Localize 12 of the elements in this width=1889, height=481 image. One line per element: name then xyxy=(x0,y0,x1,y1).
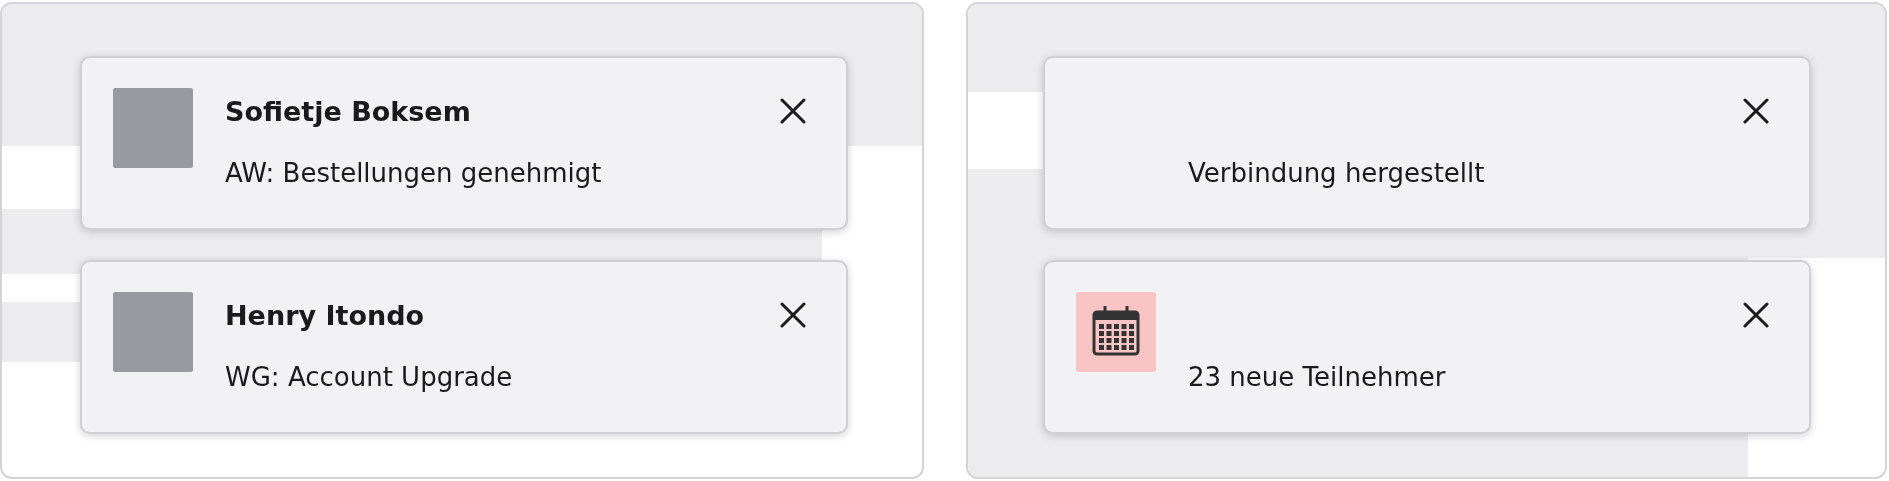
notification-card xyxy=(80,260,848,434)
sender-name: Henry Itondo xyxy=(225,300,425,331)
panel-background xyxy=(0,2,924,479)
sender-name: Sofietje Boksem xyxy=(225,96,471,127)
notification-card xyxy=(1043,56,1811,230)
notification-card xyxy=(1043,260,1811,434)
panel-background xyxy=(966,2,1887,479)
message-text: AW: Bestellungen genehmigt xyxy=(225,158,602,188)
notification-card xyxy=(80,56,848,230)
message-text: Verbindung hergestellt xyxy=(1188,158,1485,188)
message-text: WG: Account Upgrade xyxy=(225,362,513,392)
message-text: 23 neue Teilnehmer xyxy=(1188,362,1446,392)
